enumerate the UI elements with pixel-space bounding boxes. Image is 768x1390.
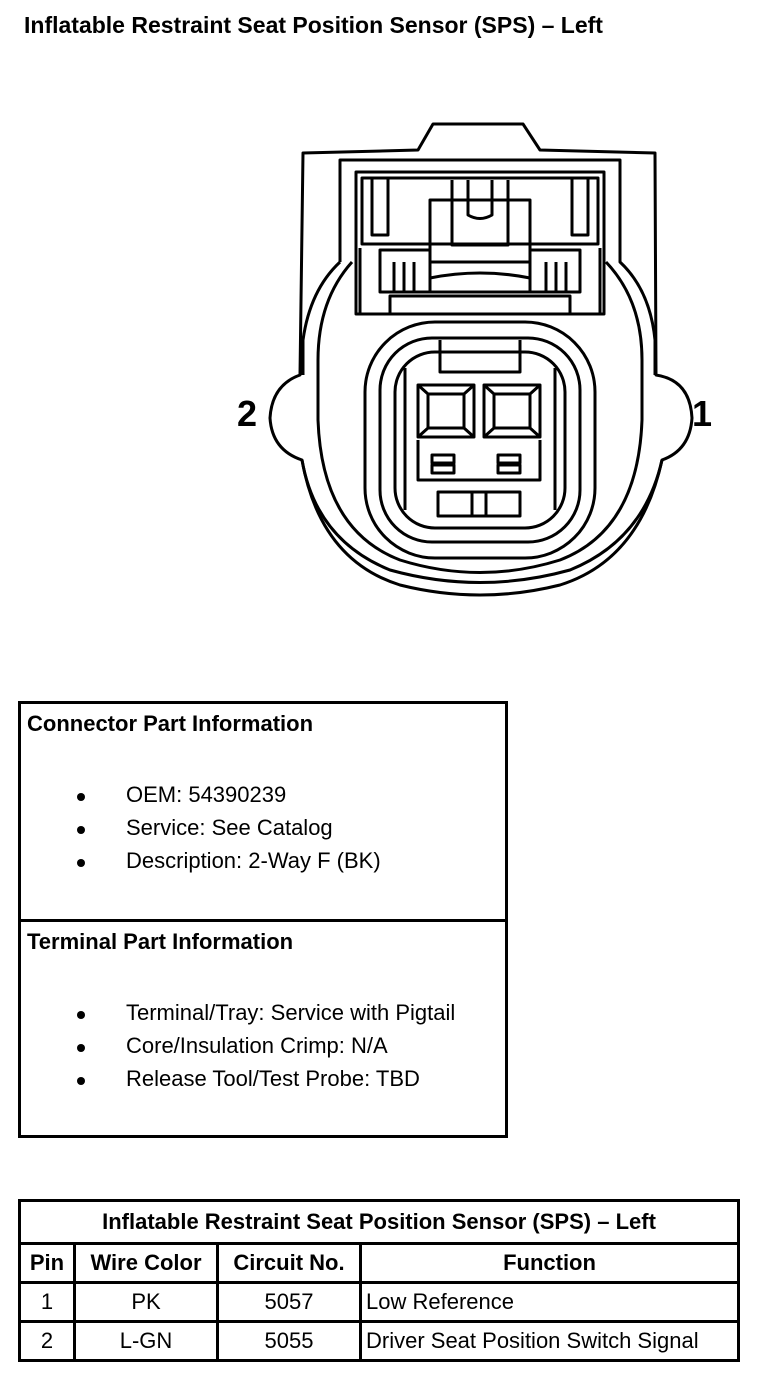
list-item-text: Terminal/Tray: Service with Pigtail (126, 1000, 456, 1025)
connector-face-diagram (268, 122, 694, 597)
pin-cell: 1 (18, 1281, 76, 1323)
terminal-cavity-pin-2 (416, 383, 476, 475)
part-information-box: Connector Part Information OEM: 54390239… (18, 701, 508, 1138)
page-title: Inflatable Restraint Seat Position Senso… (24, 12, 603, 38)
bullet-icon (77, 1077, 85, 1085)
list-item-text: Core/Insulation Crimp: N/A (126, 1033, 388, 1058)
column-header-circuit-no: Circuit No. (216, 1242, 362, 1284)
list-item-text: Release Tool/Test Probe: TBD (126, 1066, 420, 1091)
pin-function-table: Inflatable Restraint Seat Position Senso… (18, 1199, 740, 1362)
pin-2-label: 2 (237, 393, 258, 434)
connector-part-info-heading: Connector Part Information (27, 711, 314, 736)
table-row: 1 PK 5057 Low Reference (18, 1281, 740, 1323)
column-header-function: Function (359, 1242, 740, 1284)
connector-part-info-section: Connector Part Information OEM: 54390239… (21, 704, 505, 922)
bullet-icon (77, 1044, 85, 1052)
terminal-part-info-heading: Terminal Part Information (27, 929, 294, 954)
pin-cell: 2 (18, 1320, 76, 1362)
function-cell: Low Reference (359, 1281, 740, 1323)
circuit-no-cell: 5055 (216, 1320, 362, 1362)
wire-color-cell: PK (73, 1281, 219, 1323)
table-header-row: Pin Wire Color Circuit No. Function (18, 1242, 740, 1284)
connector-outer-housing (268, 122, 694, 597)
bullet-icon (77, 826, 85, 834)
cavity-outer (363, 320, 597, 560)
wire-color-cell: L-GN (73, 1320, 219, 1362)
connector-inner-housing (300, 158, 664, 584)
column-header-wire-color: Wire Color (73, 1242, 219, 1284)
column-header-pin: Pin (18, 1242, 76, 1284)
list-item-text: OEM: 54390239 (126, 782, 287, 807)
list-item-text: Service: See Catalog (126, 815, 333, 840)
list-item-text: Description: 2-Way F (BK) (126, 848, 381, 873)
table-title: Inflatable Restraint Seat Position Senso… (18, 1199, 740, 1245)
terminal-cavity-pin-1 (482, 383, 542, 475)
terminal-part-info-section: Terminal Part Information Terminal/Tray:… (21, 922, 505, 1135)
bullet-icon (77, 793, 85, 801)
bullet-icon (77, 859, 85, 867)
circuit-no-cell: 5057 (216, 1281, 362, 1323)
table-row: 2 L-GN 5055 Driver Seat Position Switch … (18, 1320, 740, 1362)
function-cell: Driver Seat Position Switch Signal (359, 1320, 740, 1362)
pin-1-label: 1 (692, 393, 713, 434)
bullet-icon (77, 1011, 85, 1019)
